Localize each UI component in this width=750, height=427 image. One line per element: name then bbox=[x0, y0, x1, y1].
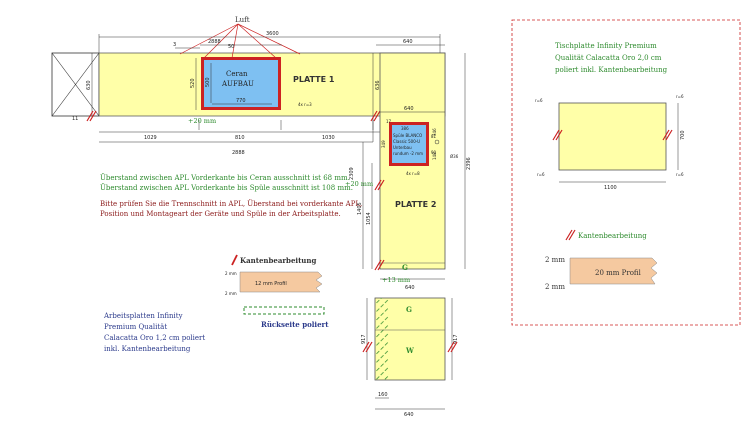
dim-3600: 3600 bbox=[266, 31, 279, 37]
table-title-1: Tischplatte Infinity Premium bbox=[555, 42, 657, 50]
dim-3: 3 bbox=[173, 42, 176, 48]
dim-2888-top: 2888 bbox=[208, 39, 221, 45]
ceran-width: 770 bbox=[236, 98, 246, 104]
ceran-height-2: 520 bbox=[190, 78, 196, 88]
sink-dimension-lines bbox=[362, 53, 466, 280]
profile-12mm-label: 12 mm Profil bbox=[255, 281, 287, 287]
sink-dim-346: 346 bbox=[432, 128, 437, 136]
table-title-2: Qualität Calacatta Oro 2,0 cm bbox=[555, 54, 662, 62]
bottom-panel: G W bbox=[374, 297, 446, 381]
dim-640-top: 640 bbox=[403, 39, 413, 45]
table-top-surface bbox=[558, 102, 667, 171]
dim-160: 160 bbox=[378, 392, 388, 398]
dim-917-right: 917 bbox=[453, 334, 459, 344]
platte-1: Ceran AUFBAU 770 500 520 PLATTE 1 4x r=3 bbox=[51, 52, 446, 117]
legend-kanten-label: Kantenbearbeitung bbox=[240, 256, 316, 265]
dim-1405: 1405 bbox=[357, 202, 363, 215]
sink-cutout bbox=[392, 125, 426, 163]
edge-marks-bottom bbox=[362, 341, 458, 353]
tap-hole bbox=[434, 139, 440, 145]
polished-backside-symbol bbox=[243, 306, 325, 315]
dim-1029: 1029 bbox=[144, 135, 157, 141]
sink-dim-386: 386 bbox=[401, 126, 409, 131]
w-mark: W bbox=[405, 346, 414, 355]
dim-630: 630 bbox=[86, 80, 92, 90]
sink-text-4: rundum -2 mm bbox=[393, 151, 423, 156]
ceran-height: 500 bbox=[205, 77, 211, 87]
radius-br: r=6 bbox=[676, 172, 684, 177]
dim-2309: 2309 bbox=[349, 167, 355, 180]
ceran-line2: AUFBAU bbox=[221, 80, 254, 88]
material-line-3: Calacatta Oro 1,2 cm poliert bbox=[104, 334, 205, 342]
dim-1030: 1030 bbox=[322, 135, 335, 141]
polished-backside-hatch bbox=[375, 298, 389, 380]
legend-rueckseite: Rückseite poliert bbox=[261, 320, 329, 329]
ceran-line1: Ceran bbox=[226, 70, 248, 78]
table-2mm-top: 2 mm bbox=[545, 256, 565, 264]
table-kanten-label: Kantenbearbeitung bbox=[578, 232, 647, 240]
note-sink-overhang: Überstand zwischen APL Vorderkante bis S… bbox=[100, 183, 353, 192]
dim-640-bottom: 640 bbox=[404, 412, 414, 418]
sink-dim-148: 148 bbox=[432, 152, 437, 160]
edge-marks-top bbox=[86, 110, 381, 122]
dim-11: 11 bbox=[72, 116, 78, 122]
material-line-4: inkl. Kantenbearbeitung bbox=[104, 345, 191, 353]
dim-810: 810 bbox=[235, 135, 245, 141]
dim-1054: 1054 bbox=[366, 212, 372, 225]
dim-917-left: 917 bbox=[361, 334, 367, 344]
profile-20mm-label: 20 mm Profil bbox=[595, 269, 642, 277]
radius-tr: r=6 bbox=[676, 94, 684, 99]
edge-marks-mid bbox=[374, 179, 385, 271]
note-check-1: Bitte prüfen Sie die Trennschnitt in APL… bbox=[100, 199, 362, 208]
dim-636: 636 bbox=[375, 80, 381, 90]
sink-dim-17: 17 bbox=[386, 119, 392, 124]
sink-plate-width: 640 bbox=[404, 106, 414, 112]
luft-label: Luft bbox=[235, 16, 250, 24]
material-line-1: Arbeitsplatten Infinity bbox=[103, 312, 183, 320]
plus-20mm-right: +20 mm bbox=[345, 180, 373, 188]
sink-dim-349: 349 bbox=[381, 140, 386, 148]
plus-13mm: +13 mm bbox=[382, 276, 410, 284]
bottom-dimension-lines bbox=[366, 298, 453, 410]
legend-2mm-bottom: 2 mm bbox=[225, 291, 237, 296]
sink-radius: 4x r=8 bbox=[406, 171, 420, 176]
table-top-frame bbox=[511, 19, 741, 326]
ceran-cutout bbox=[204, 60, 278, 107]
platte-2-label: PLATTE 2 bbox=[395, 200, 436, 209]
sink-text-1: Spüle BLANCO bbox=[393, 133, 422, 138]
dim-2396: 2396 bbox=[466, 157, 472, 170]
radius-note-3: 4x r=3 bbox=[298, 102, 312, 107]
material-line-2: Premium Qualität bbox=[104, 323, 167, 331]
radius-bl: r=6 bbox=[537, 172, 545, 177]
table-title-3: poliert inkl. Kantenbearbeitung bbox=[555, 66, 668, 74]
dim-50: 50 bbox=[228, 44, 234, 50]
profile-12mm-shape bbox=[239, 271, 323, 293]
dim-2888-bottom: 2888 bbox=[232, 150, 245, 156]
profile-20mm-shape bbox=[569, 257, 658, 285]
legend-2mm-top: 2 mm bbox=[225, 271, 237, 276]
g-mark-bottom: G bbox=[406, 305, 412, 314]
table-dimension-lines bbox=[559, 103, 679, 183]
sink-dim-90: 90 bbox=[431, 150, 437, 155]
table-2mm-bottom: 2 mm bbox=[545, 283, 565, 291]
sink-text-2: Classic 500-U bbox=[393, 139, 420, 144]
plus-20mm-left: +20 mm bbox=[188, 117, 216, 125]
platte-2: 386 Spüle BLANCO Classic 500-U Unterbau … bbox=[379, 52, 459, 272]
note-ceran-overhang: Überstand zwischen APL Vorderkante bis C… bbox=[100, 173, 350, 182]
edge-legend: Kantenbearbeitung 12 mm Profil 2 mm 2 mm… bbox=[225, 254, 329, 329]
luft-pointers bbox=[179, 23, 301, 59]
g-mark-top: G bbox=[402, 263, 408, 272]
platte-1-label: PLATTE 1 bbox=[293, 75, 335, 84]
note-check-2: Position und Montageart der Geräte und S… bbox=[100, 210, 341, 218]
table-dim-700: 700 bbox=[680, 130, 686, 140]
sink-dim-81: 81 bbox=[431, 134, 437, 139]
sink-text-3: Unterbau bbox=[393, 145, 412, 150]
radius-tl: r=6 bbox=[535, 98, 543, 103]
table-edge-marks bbox=[552, 129, 673, 241]
table-dim-1100: 1100 bbox=[604, 185, 617, 191]
tap-hole-dim: Ø36 bbox=[450, 154, 459, 159]
dim-640-mid: 640 bbox=[405, 285, 415, 291]
